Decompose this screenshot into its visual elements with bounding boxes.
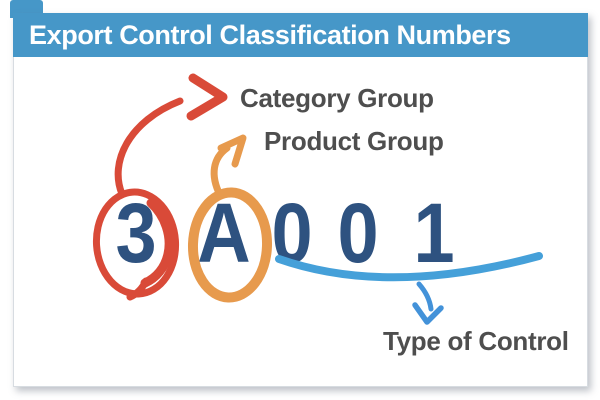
eccn-char-category: 3 [115, 186, 157, 280]
page-title: Export Control Classification Numbers [29, 20, 511, 50]
eccn-char-control-3: 1 [413, 186, 455, 280]
eccn-char-control-1: 0 [271, 186, 313, 280]
type-of-control-label: Type of Control [383, 326, 569, 356]
category-group-label: Category Group [240, 83, 434, 113]
eccn-char-control-2: 0 [337, 186, 379, 280]
header-bar: Export Control Classification Numbers [13, 13, 588, 57]
product-group-label: Product Group [264, 126, 444, 156]
eccn-char-product: A [197, 186, 251, 280]
